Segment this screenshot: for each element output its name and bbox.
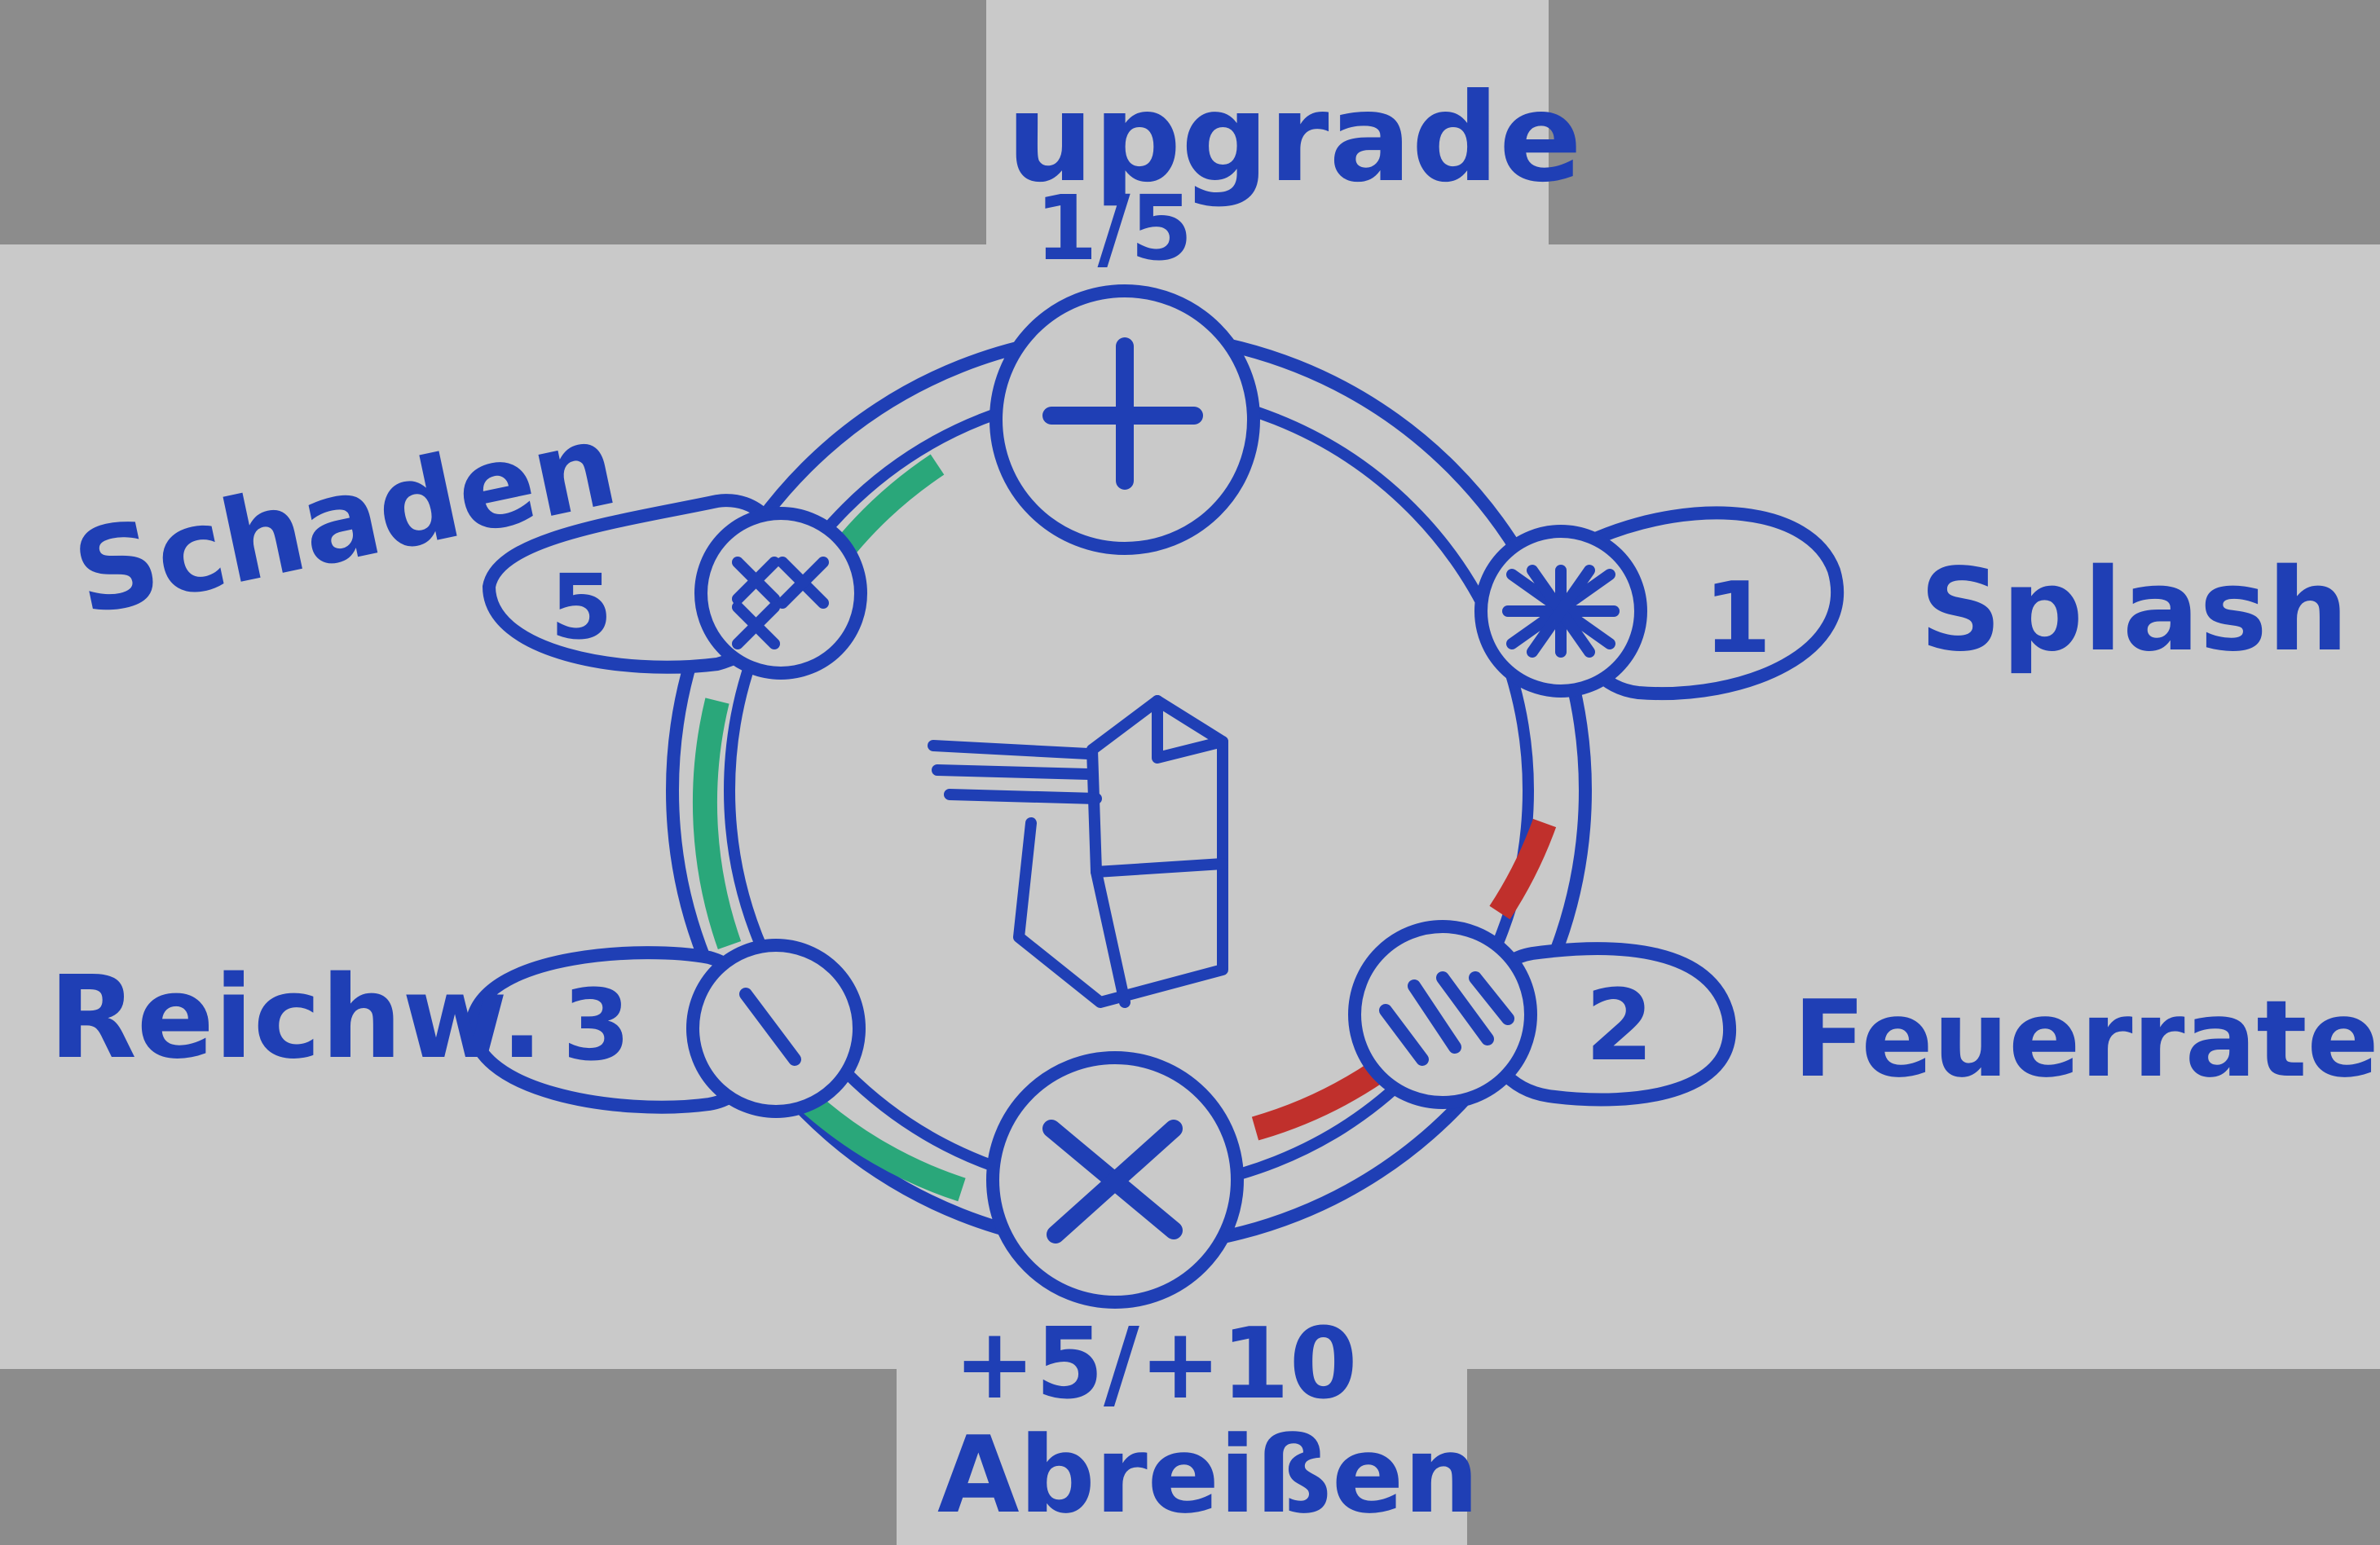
demolish-node[interactable] [986, 1051, 1244, 1309]
progress-fill-reichw [692, 698, 742, 949]
slot-reichw[interactable] [465, 939, 866, 1118]
slot-level-reichw: 3 [562, 970, 631, 1083]
slot-level-splash: 1 [1703, 562, 1772, 676]
slot-label-reichw: Reichw. [49, 952, 544, 1085]
upgrade-title: upgrade [1007, 68, 1582, 209]
demolish-value: +5/+10 [954, 1308, 1358, 1421]
slot-level-schaden: 5 [550, 555, 613, 659]
demolish-title: Abreißen [937, 1413, 1479, 1537]
firerate-icon [1379, 971, 1514, 1066]
slot-feuerrate[interactable] [1348, 920, 1736, 1109]
slot-label-feuerrate: Feuerrate [1793, 977, 2379, 1101]
upgrade-count: 1/5 [1035, 176, 1193, 280]
splash-icon [1502, 565, 1620, 658]
progress-fill-feuerrate-lower [1251, 1061, 1385, 1141]
progress-fill-reichw-lower [798, 1090, 966, 1202]
progress-fill-feuerrate [1489, 818, 1557, 920]
upgrade-node[interactable] [989, 284, 1260, 555]
slot-level-feuerrate: 2 [1585, 970, 1654, 1083]
slot-splash[interactable] [1474, 506, 1844, 700]
slot-schaden[interactable] [482, 494, 867, 680]
board-patch [986, 0, 1549, 244]
tower-icon [928, 695, 1228, 1008]
cross-icon [1042, 1120, 1183, 1243]
plus-icon [1042, 337, 1203, 490]
board-patch [897, 1369, 1467, 1545]
slot-label-splash: Splash [1919, 544, 2349, 677]
damage-icon [732, 557, 829, 649]
range-icon [739, 988, 801, 1066]
